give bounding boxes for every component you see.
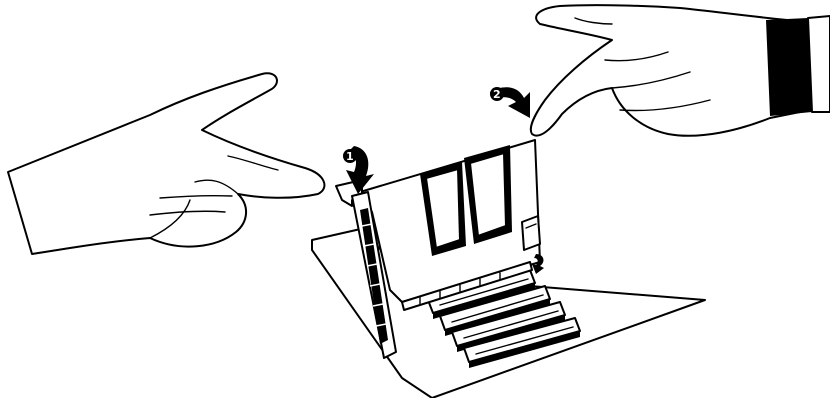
step-2-arrow: 2	[490, 87, 530, 118]
step-1-label: 1	[346, 150, 354, 163]
left-hand	[8, 73, 324, 254]
step-2-label: 2	[493, 88, 501, 101]
shirt-cuff	[766, 16, 830, 116]
card-connector	[522, 216, 540, 250]
